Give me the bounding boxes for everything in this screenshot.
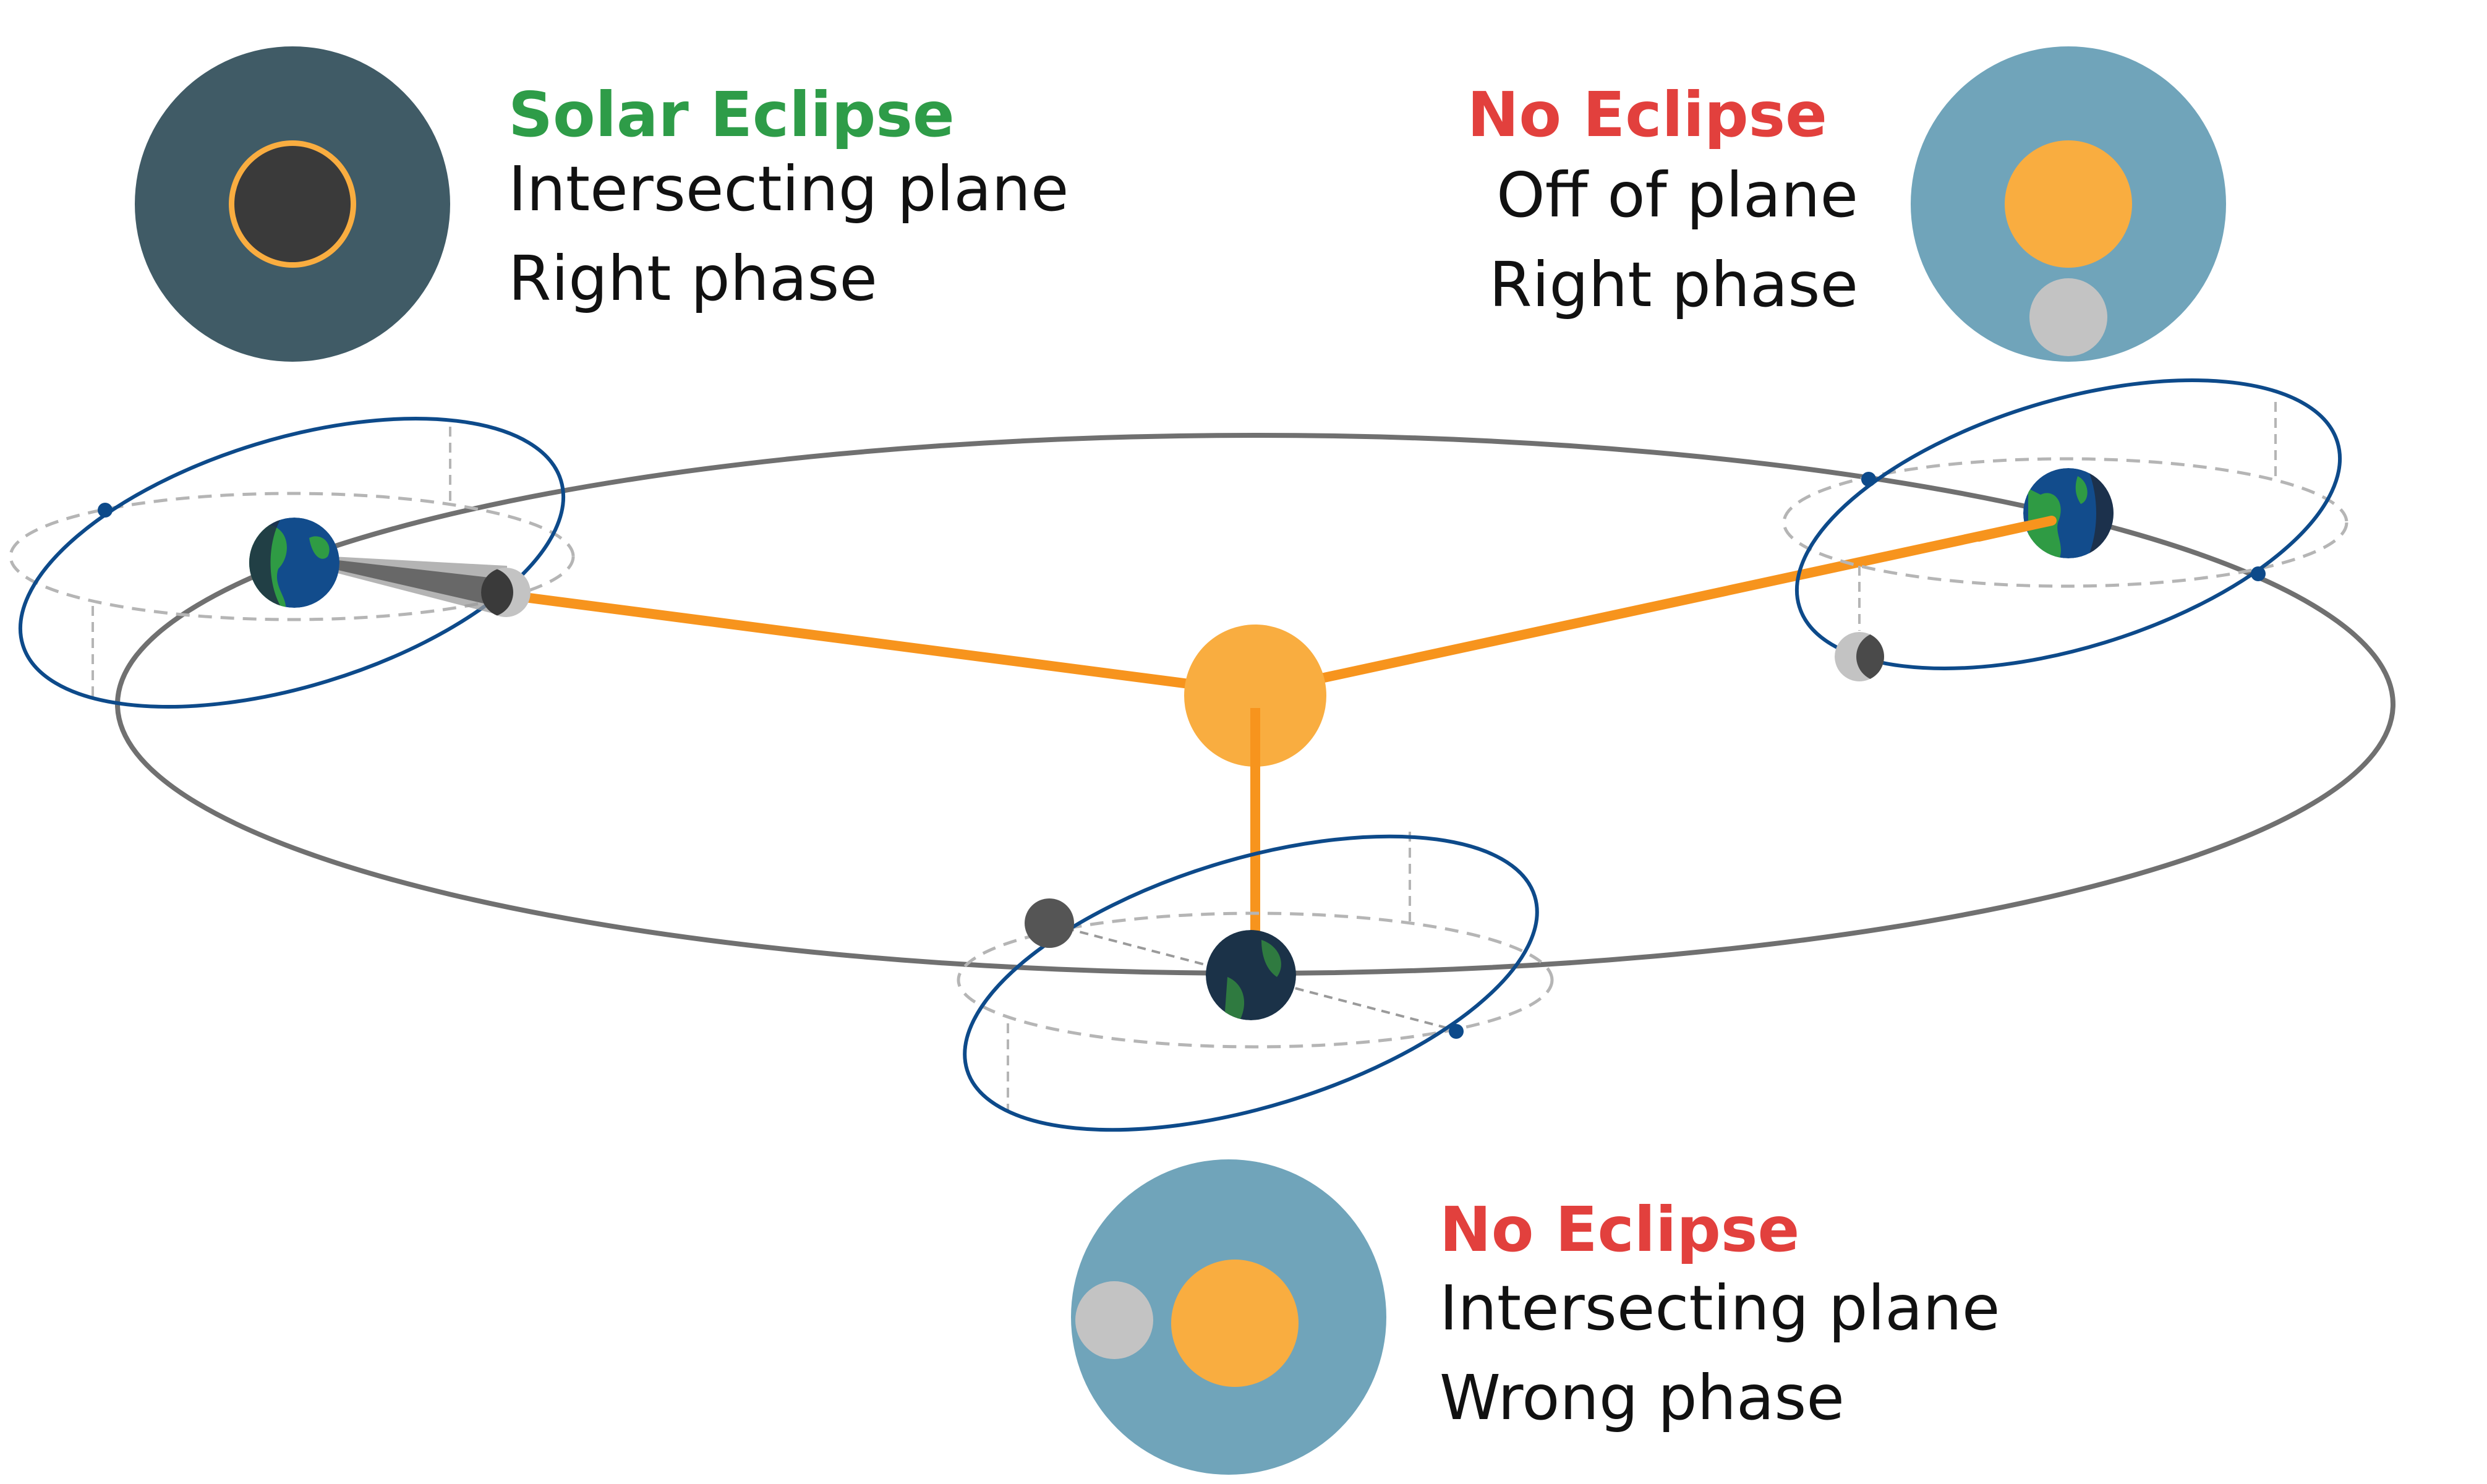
moon-icon bbox=[481, 568, 531, 617]
status-text: No Eclipse bbox=[1440, 1193, 1799, 1266]
earth-icon bbox=[2023, 468, 2114, 558]
moon-icon bbox=[2029, 278, 2107, 356]
condition-phase: Wrong phase bbox=[1440, 1362, 1845, 1434]
moon-umbra bbox=[333, 560, 495, 606]
label-solar-eclipse: Solar Eclipse Intersecting plane Right p… bbox=[508, 79, 1069, 315]
sun-icon bbox=[1184, 625, 1326, 767]
earth-icon bbox=[249, 518, 339, 608]
label-no-eclipse-wrong-phase: No Eclipse Intersecting plane Wrong phas… bbox=[1440, 1193, 2000, 1434]
ecliptic-plane-dashed bbox=[1782, 457, 2348, 588]
moon-orbit-ellipse bbox=[963, 834, 1539, 1132]
ecliptic-plane-dashed bbox=[9, 492, 575, 621]
sun-line-right-tip bbox=[1974, 516, 2057, 542]
condition-phase: Right phase bbox=[508, 242, 877, 315]
moon-orbit-ellipse bbox=[18, 417, 566, 709]
moon-covering-sun bbox=[234, 146, 351, 262]
node-marker-icon bbox=[1449, 1024, 1464, 1039]
moon-orbit-ellipse bbox=[1794, 378, 2342, 670]
sun-line-right bbox=[1250, 516, 2057, 697]
ecliptic-plane-dashed bbox=[957, 911, 1554, 1049]
system-bottom bbox=[957, 832, 1554, 1132]
status-text: Solar Eclipse bbox=[508, 79, 955, 151]
node-marker-icon bbox=[2251, 566, 2266, 581]
condition-phase: Right phase bbox=[1489, 249, 1858, 321]
sun-icon bbox=[2005, 140, 2132, 268]
moon-icon bbox=[1025, 898, 1074, 948]
sun-line-left bbox=[501, 590, 1260, 697]
moon-icon bbox=[1835, 632, 1884, 681]
node-line-dashed bbox=[1051, 923, 1454, 1031]
node-marker-icon bbox=[1861, 472, 1876, 487]
node-marker-icon bbox=[98, 503, 113, 518]
system-right bbox=[1782, 378, 2348, 681]
condition-plane: Off of plane bbox=[1496, 159, 1858, 231]
condition-plane: Intersecting plane bbox=[508, 153, 1069, 225]
sky-view-solar-eclipse bbox=[135, 46, 450, 362]
label-no-eclipse-off-plane: No Eclipse Off of plane Right phase bbox=[1467, 79, 1858, 321]
sun-icon bbox=[1171, 1260, 1299, 1387]
earth-icon bbox=[1206, 930, 1296, 1020]
status-text: No Eclipse bbox=[1467, 79, 1827, 151]
sky-view-wrong-phase bbox=[1071, 1159, 1386, 1475]
system-left bbox=[9, 417, 575, 709]
sky-view-off-plane bbox=[1911, 46, 2226, 362]
condition-plane: Intersecting plane bbox=[1440, 1272, 2000, 1344]
moon-icon bbox=[1075, 1281, 1153, 1359]
